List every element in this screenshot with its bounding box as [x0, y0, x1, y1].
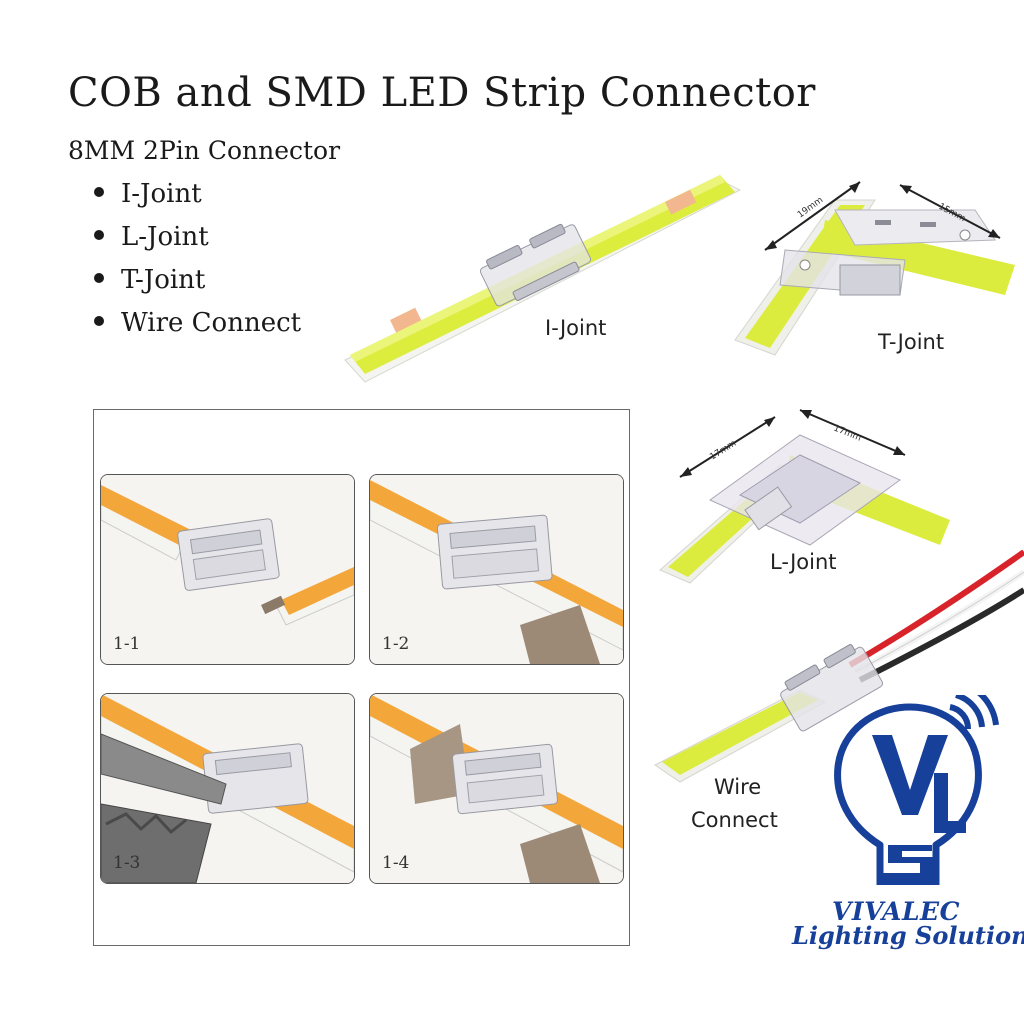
t-joint-illustration: 19mm 15mm [734, 181, 1015, 356]
list-item: L-Joint [94, 218, 301, 261]
list-item: T-Joint [94, 261, 301, 304]
bullet-icon [94, 230, 104, 240]
step-panel-1-1: 1-1 [100, 474, 355, 665]
joint-type-list: I-Joint L-Joint T-Joint Wire Connect [94, 175, 301, 347]
bullet-icon [94, 187, 104, 197]
step-panel-1-4: 1-4 [369, 693, 624, 884]
t-joint-caption: T-Joint [878, 330, 945, 354]
installation-steps-frame: 1-1 1-2 1-3 [93, 409, 630, 946]
l-joint-left-dimension: 17mm [708, 439, 738, 463]
l-joint-caption: L-Joint [770, 550, 837, 574]
step-label: 1-2 [382, 634, 410, 654]
step-panel-1-3: 1-3 [100, 693, 355, 884]
l-joint-right-dimension: 17mm [832, 424, 863, 444]
brand-tagline: Lighting Solutions [792, 921, 1024, 950]
page-title: COB and SMD LED Strip Connector [68, 70, 816, 116]
list-item: Wire Connect [94, 304, 301, 347]
l-joint-illustration: 17mm 17mm [659, 409, 950, 584]
wire-connect-caption-line1: Wire [714, 775, 762, 799]
wire-connect-caption-line2: Connect [691, 808, 778, 832]
list-item: I-Joint [94, 175, 301, 218]
bullet-icon [94, 316, 104, 326]
subtitle: 8MM 2Pin Connector [68, 136, 341, 165]
step-label: 1-3 [113, 853, 141, 873]
i-joint-illustration [344, 175, 742, 383]
i-joint-caption: I-Joint [545, 316, 607, 340]
wire-connect-illustration [654, 550, 1024, 783]
bullet-icon [94, 273, 104, 283]
step-label: 1-1 [113, 634, 141, 654]
step-panel-1-2: 1-2 [369, 474, 624, 665]
vivalec-bulb-logo [834, 695, 999, 885]
step-label: 1-4 [382, 853, 410, 873]
brand-name: VIVALEC [832, 897, 960, 926]
